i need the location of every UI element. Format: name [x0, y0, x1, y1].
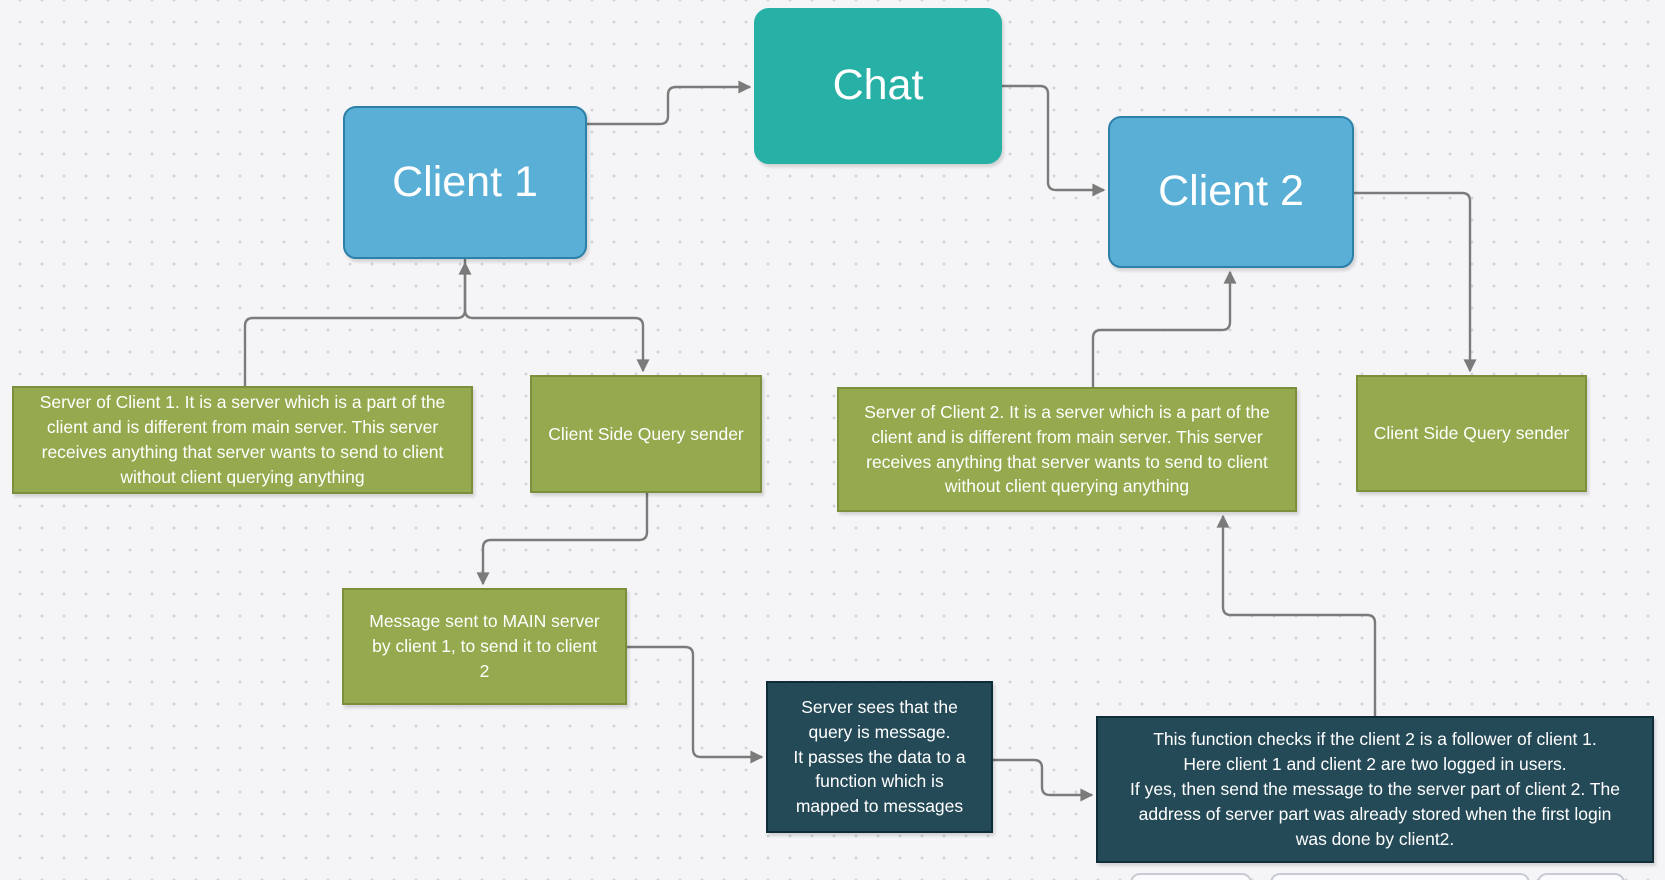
edge-follower-check-to-server2[interactable]: [1216, 514, 1377, 716]
node-client2-label: Client 2: [1158, 167, 1304, 216]
node-server-of-client1-text: Server of Client 1. It is a server which…: [39, 392, 446, 487]
edge-client2-to-query-sender2[interactable]: [1354, 191, 1477, 373]
node-client2[interactable]: Client 2: [1108, 116, 1354, 268]
edge-query-sender1-to-message[interactable]: [476, 493, 649, 586]
node-chat[interactable]: Chat: [754, 8, 1002, 164]
node-follower-check[interactable]: This function checks if the client 2 is …: [1096, 716, 1654, 863]
node-client1[interactable]: Client 1: [343, 106, 587, 259]
node-server-function-text: Server sees that the query is message. I…: [793, 696, 966, 817]
edge-client1-to-query-sender1[interactable]: [463, 259, 650, 373]
node-server-of-client2-text: Server of Client 2. It is a server which…: [864, 401, 1270, 497]
node-query-sender1-text: Client Side Query sender: [548, 423, 744, 444]
node-server-of-client1[interactable]: Server of Client 1. It is a server which…: [12, 386, 473, 494]
node-server-function[interactable]: Server sees that the query is message. I…: [766, 681, 993, 833]
edge-chat-to-client2[interactable]: [1002, 84, 1106, 197]
node-chat-label: Chat: [832, 61, 924, 110]
edge-server1-to-client1[interactable]: [243, 261, 472, 386]
node-query-sender2-text: Client Side Query sender: [1373, 423, 1570, 444]
node-message-to-main-server[interactable]: Message sent to MAIN server by client 1,…: [342, 588, 627, 705]
edge-server2-to-client2[interactable]: [1091, 270, 1237, 387]
partial-shape-1[interactable]: [1130, 873, 1252, 880]
edge-server-function-to-follower-check[interactable]: [993, 758, 1094, 802]
edge-message-to-server-function[interactable]: [627, 645, 764, 764]
node-query-sender1[interactable]: Client Side Query sender: [530, 375, 762, 493]
node-server-of-client2[interactable]: Server of Client 2. It is a server which…: [837, 387, 1297, 512]
node-client1-label: Client 1: [392, 157, 538, 206]
node-query-sender2[interactable]: Client Side Query sender: [1356, 375, 1587, 492]
node-message-to-main-server-text: Message sent to MAIN server by client 1,…: [369, 611, 600, 681]
node-follower-check-text: This function checks if the client 2 is …: [1130, 729, 1620, 849]
partial-shape-2[interactable]: [1270, 873, 1530, 880]
edge-client1-to-chat[interactable]: [587, 80, 752, 126]
partial-shape-3[interactable]: [1537, 873, 1625, 880]
